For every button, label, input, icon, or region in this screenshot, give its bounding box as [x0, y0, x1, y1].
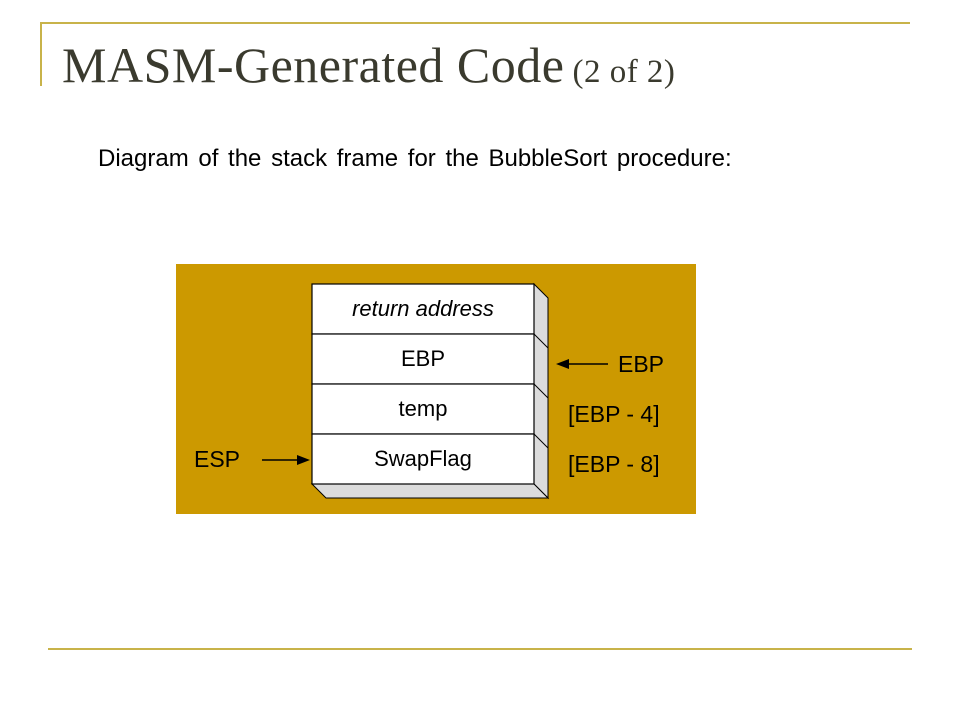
cell-label-temp: temp	[399, 396, 448, 421]
left-rule	[40, 22, 42, 86]
stack-cell-return-address	[311, 283, 535, 335]
stack-cell-ebp	[311, 333, 535, 385]
cell-label-return-address: return address	[352, 296, 494, 321]
stack-frame-diagram: return address EBP temp SwapFlag EBP [EB…	[176, 264, 696, 514]
stack-cell-swapflag	[311, 433, 535, 485]
pointer-label-ebp-minus-4: [EBP - 4]	[568, 401, 660, 427]
depth-edge-1	[533, 333, 549, 349]
depth-edge-2	[533, 383, 549, 399]
slide-description: Diagram of the stack frame for the Bubbl…	[98, 145, 732, 172]
pointer-label-esp: ESP	[194, 446, 240, 472]
slide-title: MASM-Generated Code(2 of 2)	[62, 36, 675, 94]
cell-label-swapflag: SwapFlag	[374, 446, 472, 471]
bottom-rule	[48, 648, 912, 650]
title-subtitle: (2 of 2)	[572, 54, 676, 90]
ebp-arrow-head	[556, 359, 569, 369]
depth-edge-3	[533, 433, 549, 449]
cell-label-ebp: EBP	[401, 346, 445, 371]
top-rule	[40, 22, 910, 24]
pointer-label-ebp: EBP	[618, 351, 664, 377]
pointer-label-ebp-minus-8: [EBP - 8]	[568, 451, 660, 477]
title-main: MASM-Generated Code	[62, 37, 565, 93]
esp-arrow-head	[297, 455, 310, 465]
stack-bottom-face	[310, 483, 550, 499]
